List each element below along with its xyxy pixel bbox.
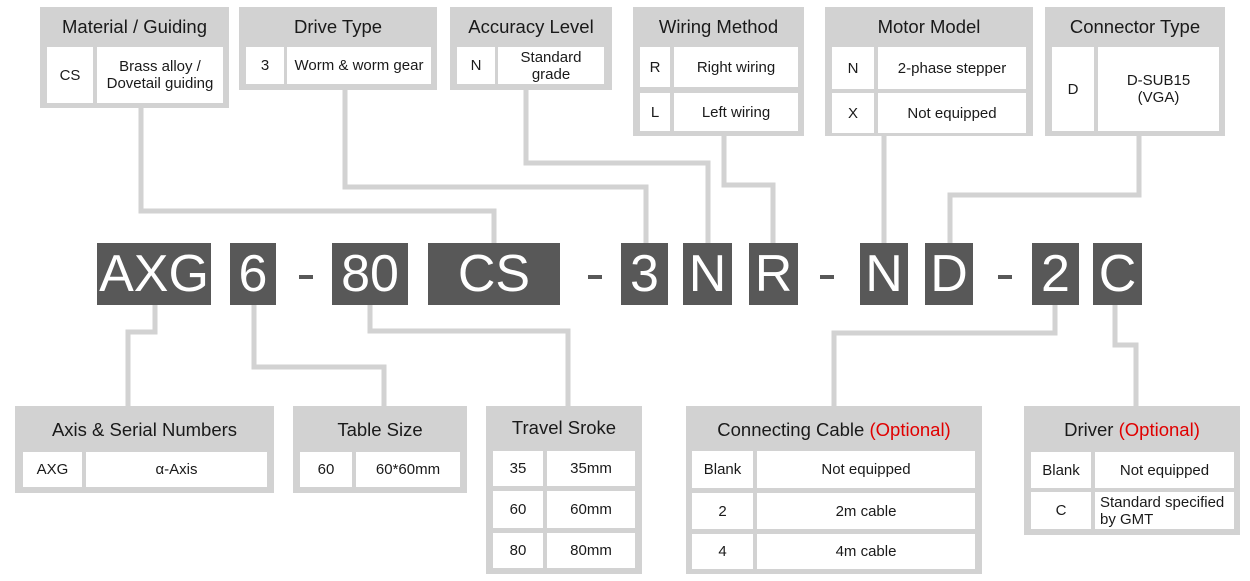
line-connector <box>947 136 1142 243</box>
line-wiring <box>721 136 776 243</box>
wiring-method-title: Wiring Method <box>658 16 779 37</box>
travel-stroke-panel: Travel Sroke 35 35mm 60 60mm 80 80mm <box>486 406 642 574</box>
drive-type-title: Drive Type <box>293 16 383 37</box>
material-guiding-title: Material / Guiding <box>62 16 207 37</box>
driver-desc-blank: Not equipped <box>1095 452 1234 488</box>
axis-serial-title: Axis & Serial Numbers <box>51 419 238 440</box>
cable-code-4: 4 <box>692 534 753 569</box>
connecting-cable-panel: Connecting Cable (Optional) Blank Not eq… <box>686 406 982 574</box>
wiring-method-panel: Wiring Method R Right wiring L Left wiri… <box>633 7 804 136</box>
cable-desc-4: 4m cable <box>757 534 975 569</box>
driver-panel: Driver (Optional) Blank Not equipped C S… <box>1024 406 1240 535</box>
axis-desc-axg: α-Axis <box>86 452 267 487</box>
line-cable <box>831 305 1058 406</box>
line-axis <box>125 305 158 406</box>
code-accuracy: N <box>683 243 732 305</box>
code-motor: N <box>860 243 908 305</box>
optional-label: (Optional) <box>1118 419 1200 440</box>
dash-separator <box>820 275 834 279</box>
table-code-60: 60 <box>300 452 352 487</box>
material-desc-cs: Brass alloy / Dovetail guiding <box>97 47 223 103</box>
travel-code-80: 80 <box>493 533 543 568</box>
line-drive <box>342 90 649 243</box>
connector-type-panel: Connector Type D D-SUB15 (VGA) <box>1045 7 1225 136</box>
code-table-size: 80 <box>332 243 408 305</box>
material-code-cs: CS <box>47 47 93 103</box>
connector-type-title: Connector Type <box>1069 16 1201 37</box>
drive-code-3: 3 <box>246 47 284 84</box>
line-accuracy <box>523 90 711 243</box>
table-size-title: Table Size <box>337 419 423 440</box>
driver-code-blank: Blank <box>1031 452 1091 488</box>
dash-separator <box>588 275 602 279</box>
table-size-panel: Table Size 60 60*60mm <box>293 406 467 493</box>
axis-serial-panel: Axis & Serial Numbers AXG α-Axis <box>15 406 274 493</box>
driver-title: Driver (Optional) <box>1024 419 1240 441</box>
travel-code-60: 60 <box>493 491 543 528</box>
cable-code-blank: Blank <box>692 451 753 488</box>
line-travel <box>367 305 571 406</box>
table-desc-60: 60*60mm <box>356 452 460 487</box>
code-serial: 6 <box>230 243 276 305</box>
connecting-cable-title-text: Connecting Cable <box>717 419 865 440</box>
dash-separator <box>299 275 313 279</box>
code-wiring: R <box>749 243 798 305</box>
driver-code-c: C <box>1031 492 1091 529</box>
code-material: CS <box>428 243 560 305</box>
connecting-cable-title: Connecting Cable (Optional) <box>686 419 982 441</box>
accuracy-level-title: Accuracy Level <box>468 16 594 37</box>
dash-separator <box>998 275 1012 279</box>
material-guiding-panel: Material / Guiding CS Brass alloy / Dove… <box>40 7 229 108</box>
code-cable: 2 <box>1032 243 1079 305</box>
travel-desc-60: 60mm <box>547 491 635 528</box>
motor-code-x: X <box>832 93 874 133</box>
travel-stroke-title: Travel Sroke <box>511 417 617 438</box>
cable-desc-blank: Not equipped <box>757 451 975 488</box>
connector-desc-d: D-SUB15 (VGA) <box>1098 47 1219 131</box>
drive-type-panel: Drive Type 3 Worm & worm gear <box>239 7 437 90</box>
wiring-code-r: R <box>640 47 670 87</box>
axis-code-axg: AXG <box>23 452 82 487</box>
driver-desc-c: Standard specified by GMT <box>1095 492 1234 529</box>
connector-code-d: D <box>1052 47 1094 131</box>
line-material <box>138 108 497 243</box>
motor-desc-x: Not equipped <box>878 93 1026 133</box>
motor-desc-n: 2-phase stepper <box>878 47 1026 89</box>
code-connector: D <box>925 243 973 305</box>
accuracy-desc-n: Standard grade <box>498 47 604 84</box>
driver-title-text: Driver <box>1064 419 1114 440</box>
cable-code-2: 2 <box>692 493 753 529</box>
travel-code-35: 35 <box>493 451 543 486</box>
optional-label: (Optional) <box>869 419 951 440</box>
code-drive: 3 <box>621 243 668 305</box>
line-table <box>251 305 387 406</box>
accuracy-level-panel: Accuracy Level N Standard grade <box>450 7 612 90</box>
drive-desc-3: Worm & worm gear <box>287 47 431 84</box>
motor-model-title: Motor Model <box>877 16 981 37</box>
code-axg: AXG <box>97 243 211 305</box>
wiring-code-l: L <box>640 93 670 131</box>
motor-code-n: N <box>832 47 874 89</box>
accuracy-code-n: N <box>457 47 495 84</box>
wiring-desc-r: Right wiring <box>674 47 798 87</box>
cable-desc-2: 2m cable <box>757 493 975 529</box>
line-driver <box>1112 305 1139 406</box>
travel-desc-35: 35mm <box>547 451 635 486</box>
code-driver: C <box>1093 243 1142 305</box>
wiring-desc-l: Left wiring <box>674 93 798 131</box>
travel-desc-80: 80mm <box>547 533 635 568</box>
motor-model-panel: Motor Model N 2-phase stepper X Not equi… <box>825 7 1033 136</box>
